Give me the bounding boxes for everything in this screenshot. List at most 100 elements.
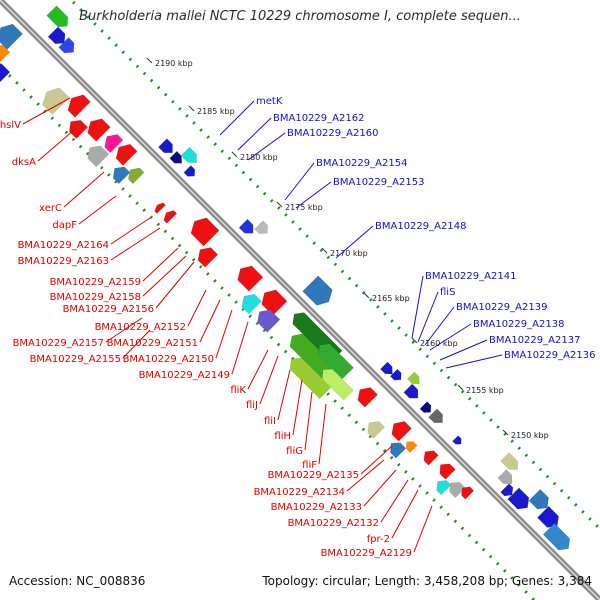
tick-label-0: 2190 kbp <box>155 59 193 68</box>
tick-label-8: 2150 kbp <box>511 431 549 440</box>
forward-gene-label: BMA10229_A2154 <box>316 158 407 169</box>
reverse-gene-50 <box>367 421 386 439</box>
reverse-gene-29 <box>69 119 89 139</box>
forward-gene-17 <box>500 452 518 470</box>
reverse-gene-36 <box>154 202 166 214</box>
dotted-track-bottom-right <box>0 63 537 600</box>
tick-label-3: 2175 kbp <box>285 203 323 212</box>
forward-leader-2 <box>247 132 286 161</box>
reverse-gene-label: dksA <box>12 157 36 168</box>
reverse-gene-40 <box>237 265 264 292</box>
forward-gene-6 <box>183 165 196 177</box>
forward-gene-21 <box>528 488 549 510</box>
reverse-leader-6 <box>142 247 179 282</box>
forward-gene-16 <box>452 435 462 445</box>
tick-mark-6 <box>411 337 418 344</box>
forward-gene-label: BMA10229_A2139 <box>456 302 547 313</box>
reverse-leader-2 <box>63 171 105 208</box>
reverse-gene-label: BMA10229_A2152 <box>95 322 186 333</box>
reverse-gene-30 <box>87 118 111 142</box>
reverse-leader-26 <box>413 505 433 553</box>
forward-gene-1 <box>58 37 75 54</box>
reverse-gene-32 <box>104 134 124 154</box>
reverse-leader-22 <box>346 459 385 492</box>
reverse-leader-24 <box>380 479 409 523</box>
tick-mark-7 <box>457 384 464 391</box>
map-title: Burkholderia mallei NCTC 10229 chromosom… <box>79 9 521 24</box>
reverse-gene-label: fliG <box>286 446 303 457</box>
forward-gene-label: BMA10229_A2141 <box>425 271 516 282</box>
reverse-gene-label: fliK <box>230 385 246 396</box>
reverse-leader-19 <box>304 391 313 451</box>
tick-mark-2 <box>231 151 238 158</box>
forward-gene-0 <box>47 26 66 45</box>
forward-gene-label: BMA10229_A2162 <box>273 113 364 124</box>
forward-leader-4 <box>295 181 332 209</box>
reverse-gene-label: BMA10229_A2164 <box>18 240 109 251</box>
forward-gene-19 <box>500 483 514 497</box>
reverse-gene-label: BMA10229_A2157 <box>13 338 104 349</box>
reverse-gene-label: BMA10229_A2132 <box>288 518 379 529</box>
reverse-leader-20 <box>318 403 327 465</box>
reverse-leader-1 <box>37 129 75 162</box>
reverse-leader-16 <box>259 355 279 405</box>
reverse-gene-49 <box>357 387 378 408</box>
reverse-gene-52 <box>390 442 407 459</box>
forward-leader-3 <box>284 162 315 201</box>
reverse-gene-label: BMA10229_A2135 <box>268 470 359 481</box>
tick-label-7: 2155 kbp <box>466 386 504 395</box>
forward-gene-label: metK <box>256 96 283 107</box>
forward-gene-label: fliS <box>440 287 455 298</box>
reverse-gene-label: BMA10229_A2134 <box>254 487 345 498</box>
forward-gene-9 <box>302 275 333 306</box>
forward-leader-9 <box>429 323 472 351</box>
reverse-leader-21 <box>360 445 393 475</box>
forward-gene-2 <box>46 5 69 28</box>
tick-label-6: 2160 kbp <box>420 339 458 348</box>
reverse-gene-label: BMA10229_A2158 <box>50 292 141 303</box>
forward-leader-11 <box>445 354 503 369</box>
forward-gene-label: BMA10229_A2137 <box>489 335 580 346</box>
reverse-gene-label: fliJ <box>246 400 258 411</box>
reverse-gene-label: hslV <box>0 120 21 131</box>
reverse-leader-11 <box>199 299 221 343</box>
reverse-gene-46 <box>289 357 332 400</box>
reverse-leader-25 <box>391 489 419 539</box>
forward-gene-4 <box>169 150 182 164</box>
reverse-gene-label: BMA10229_A2159 <box>50 277 141 288</box>
reverse-gene-55 <box>439 463 456 480</box>
reverse-gene-38 <box>190 217 220 247</box>
reverse-gene-42 <box>261 289 288 316</box>
reverse-gene-label: BMA10229_A2149 <box>139 370 230 381</box>
forward-leader-1 <box>237 117 272 151</box>
topology-summary: Topology: circular; Length: 3,458,208 bp… <box>262 574 592 588</box>
accession-label: Accession: NC_008836 <box>9 574 146 588</box>
reverse-leader-14 <box>231 321 249 375</box>
tick-label-4: 2170 kbp <box>330 249 368 258</box>
tick-mark-0 <box>146 57 153 64</box>
reverse-gene-48 <box>322 368 354 401</box>
tick-mark-5 <box>363 292 370 299</box>
reverse-gene-label: BMA10229_A2133 <box>271 502 362 513</box>
reverse-leader-7 <box>142 255 187 297</box>
forward-gene-5 <box>180 146 197 163</box>
tick-mark-8 <box>502 429 509 436</box>
forward-leader-10 <box>439 339 488 361</box>
reverse-leader-9 <box>187 289 207 327</box>
forward-gene-12 <box>406 371 420 385</box>
forward-gene-15 <box>428 408 443 424</box>
reverse-leader-12 <box>122 329 151 359</box>
reverse-gene-58 <box>461 486 475 500</box>
reverse-leader-8 <box>155 261 195 309</box>
reverse-gene-53 <box>405 441 418 453</box>
reverse-leader-17 <box>277 369 291 421</box>
forward-gene-11 <box>389 368 402 381</box>
reverse-gene-label: BMA10229_A2156 <box>63 304 154 315</box>
forward-gene-22 <box>537 505 559 528</box>
reverse-gene-31 <box>87 145 110 168</box>
reverse-leader-3 <box>78 195 117 225</box>
reverse-leader-13 <box>215 309 233 359</box>
